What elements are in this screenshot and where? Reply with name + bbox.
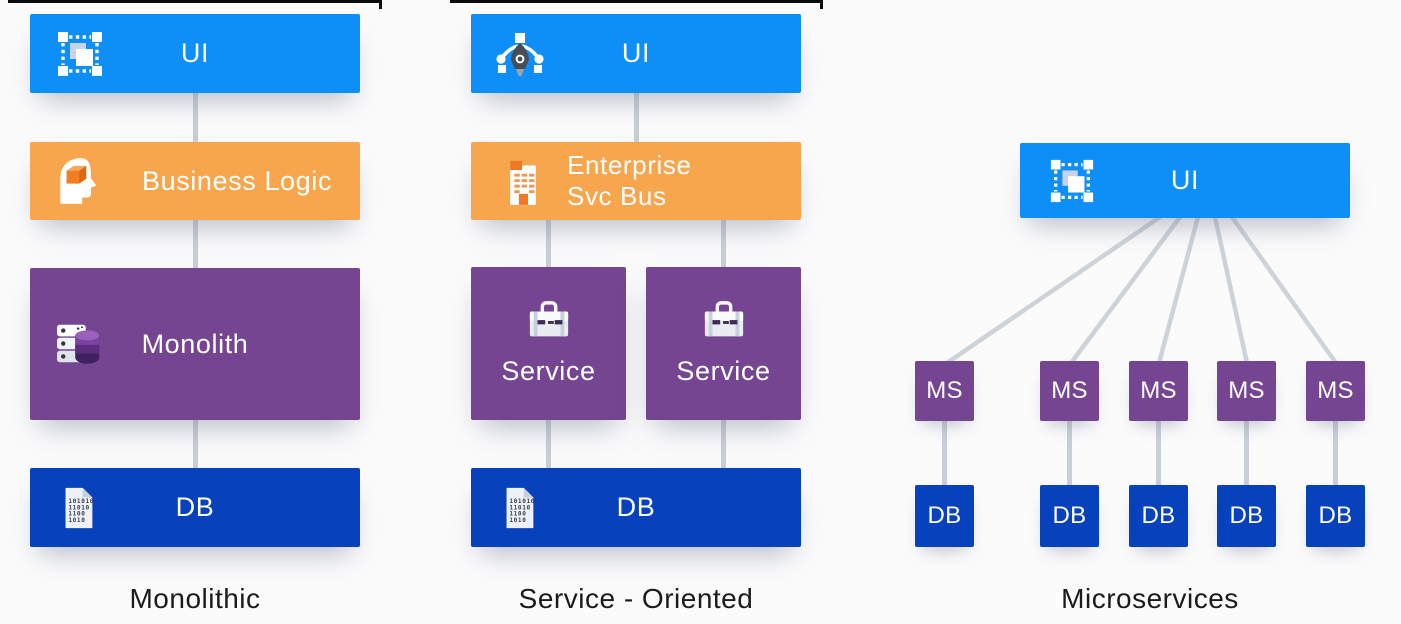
connector xyxy=(634,92,639,144)
svg-text:1100: 1100 xyxy=(68,510,85,517)
node-label: DB xyxy=(175,492,215,522)
connector xyxy=(193,418,198,470)
node-label: MS xyxy=(1228,377,1265,404)
db-node: DB xyxy=(1217,485,1276,547)
connector xyxy=(721,418,726,470)
connector xyxy=(1333,419,1338,487)
svg-text:1100: 1100 xyxy=(509,510,526,517)
node-label: Service xyxy=(501,356,596,386)
node-label: Enterprise Svc Bus xyxy=(567,150,692,211)
server-database-icon xyxy=(54,320,108,368)
topline-tick xyxy=(820,0,823,9)
briefcase-icon xyxy=(525,300,573,344)
node-label: DB xyxy=(1052,502,1087,529)
node-label: MS xyxy=(926,377,963,404)
node-label: Monolith xyxy=(141,328,249,359)
connector xyxy=(1156,419,1161,487)
topline-service-oriented xyxy=(450,0,823,3)
node-label: MS xyxy=(1317,377,1354,404)
node-label: DB xyxy=(927,502,962,529)
node-label: UI xyxy=(621,38,651,68)
svg-text:101010: 101010 xyxy=(509,498,535,505)
caption-microservices: Microservices xyxy=(1061,583,1239,614)
svg-text:101010: 101010 xyxy=(68,498,94,505)
topline-tick xyxy=(379,0,382,9)
business-logic-node: Business Logic xyxy=(30,142,360,220)
connector xyxy=(942,419,947,487)
service-node: Service xyxy=(471,267,626,420)
briefcase-icon xyxy=(700,300,748,344)
service-node: Service xyxy=(646,267,801,420)
node-label: Business Logic xyxy=(141,165,332,196)
esb-line1: Enterprise xyxy=(567,150,692,181)
connector xyxy=(193,92,198,144)
caption-service-oriented: Service - Oriented xyxy=(518,583,754,614)
artboard-icon xyxy=(55,29,105,79)
head-cube-icon xyxy=(52,155,104,207)
ms-node: MS xyxy=(1040,361,1099,421)
caption-monolithic: Monolithic xyxy=(129,583,261,614)
connector xyxy=(193,218,198,270)
pen-tool-icon xyxy=(494,29,546,79)
node-label: MS xyxy=(1140,377,1177,404)
db-node: DB xyxy=(1040,485,1099,547)
ui-node: UI xyxy=(30,14,360,93)
connector xyxy=(1244,419,1249,487)
building-icon xyxy=(501,157,545,205)
node-label: DB xyxy=(1229,502,1264,529)
connector xyxy=(546,418,551,470)
svg-text:1010: 1010 xyxy=(509,516,526,523)
node-label: UI xyxy=(1170,165,1200,195)
svg-text:11010: 11010 xyxy=(68,504,89,511)
svg-text:1010: 1010 xyxy=(68,516,85,523)
node-label: DB xyxy=(1141,502,1176,529)
ui-node: UI xyxy=(1020,143,1350,218)
db-node: DB xyxy=(1129,485,1188,547)
ms-node: MS xyxy=(1129,361,1188,421)
topline-monolithic xyxy=(8,0,382,3)
ms-node: MS xyxy=(915,361,974,421)
ms-node: MS xyxy=(1306,361,1365,421)
monolith-node: Monolith xyxy=(30,268,360,420)
artboard-icon xyxy=(1048,157,1096,205)
ms-node: MS xyxy=(1217,361,1276,421)
ui-node: UI xyxy=(471,14,801,93)
node-label: DB xyxy=(616,492,656,522)
node-label: Service xyxy=(676,356,771,386)
connector xyxy=(721,218,726,269)
db-node: DB xyxy=(1306,485,1365,547)
svg-text:11010: 11010 xyxy=(509,504,530,511)
enterprise-svc-bus-node: Enterprise Svc Bus xyxy=(471,142,801,220)
node-label: MS xyxy=(1051,377,1088,404)
node-label: UI xyxy=(180,38,210,68)
db-node: DB xyxy=(915,485,974,547)
node-label: DB xyxy=(1318,502,1353,529)
connector xyxy=(546,218,551,269)
esb-line2: Svc Bus xyxy=(567,181,667,211)
connector xyxy=(1067,419,1072,487)
